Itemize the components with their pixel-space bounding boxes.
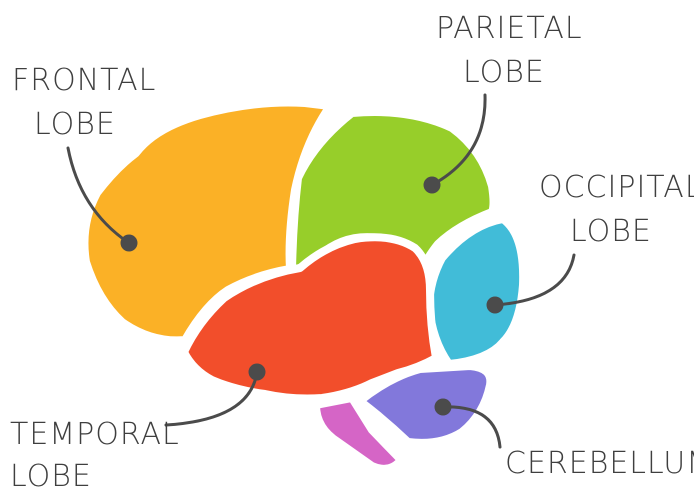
occipital-label-line-1: OCCIPITAL [539, 170, 694, 205]
parietal-leader-dot [424, 177, 441, 194]
frontal-leader-dot [121, 235, 138, 252]
frontal-label-line-1: FRONTAL [12, 63, 156, 98]
temporal-label-line-2: LOBE [10, 459, 92, 492]
temporal-label-line-1: TEMPORAL [10, 417, 180, 452]
frontal-label-line-2: LOBE [34, 107, 116, 142]
cerebellum-label: CEREBELLUM [505, 446, 694, 481]
parietal-label-line-1: PARIETAL [436, 11, 583, 46]
occipital-label-line-2: LOBE [570, 214, 652, 249]
occipital-leader-dot [487, 297, 504, 314]
parietal-label-line-2: LOBE [463, 55, 545, 90]
temporal-leader-dot [249, 364, 266, 381]
cerebellum-leader-dot [435, 399, 452, 416]
